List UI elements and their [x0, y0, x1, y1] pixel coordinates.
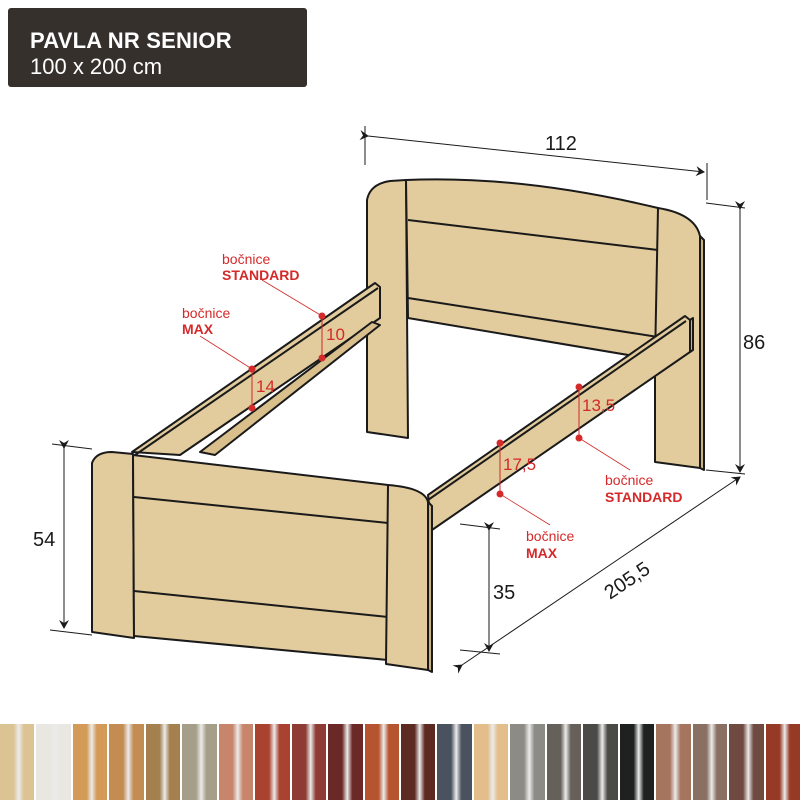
dim-length: 205,5	[600, 558, 654, 604]
value-right-max: 17,5	[503, 455, 536, 474]
color-swatch-grey[interactable]	[510, 724, 545, 800]
product-size: 100 x 200 cm	[30, 54, 163, 79]
color-swatch-nut-light[interactable]	[656, 724, 691, 800]
color-swatch-mahogany-light[interactable]	[291, 724, 327, 800]
footboard	[91, 451, 433, 673]
color-swatch-white[interactable]	[36, 724, 71, 800]
color-swatch-grey-oak[interactable]	[182, 724, 217, 800]
label-left-max-line1: bočnice	[182, 305, 230, 321]
color-swatch-natural-beech[interactable]	[0, 724, 35, 800]
label-left-max-line2: MAX	[182, 321, 214, 337]
annotation-left-max: bočnice MAX 14	[182, 305, 275, 412]
dim-footboard-height: 54	[33, 529, 55, 551]
dimension-lines	[49, 126, 746, 674]
color-swatch-salmon[interactable]	[218, 724, 254, 800]
dim-headboard-width: 112	[545, 133, 577, 155]
value-right-standard: 13,5	[582, 396, 615, 415]
color-swatch-oak-rustic[interactable]	[145, 724, 181, 800]
color-swatch-light-maple[interactable]	[473, 724, 509, 800]
color-swatch-strip	[0, 724, 800, 800]
label-right-standard-line2: STANDARD	[605, 489, 683, 505]
dim-clearance-height: 35	[493, 582, 515, 604]
color-swatch-black[interactable]	[619, 724, 655, 800]
color-swatch-walnut-dark[interactable]	[400, 724, 436, 800]
label-right-standard-line1: bočnice	[605, 472, 653, 488]
value-left-standard: 10	[326, 325, 345, 344]
dim-headboard-height: 86	[743, 332, 765, 354]
annotation-right-standard: 13,5 bočnice STANDARD	[575, 383, 683, 505]
label-right-max-line2: MAX	[526, 545, 558, 561]
color-swatch-alder[interactable]	[72, 724, 108, 800]
color-swatch-anthracite-blue[interactable]	[437, 724, 472, 800]
color-swatch-dark-grey[interactable]	[583, 724, 618, 800]
annotation-right-max: 17,5 bočnice MAX	[496, 439, 574, 561]
color-swatch-mocha[interactable]	[692, 724, 728, 800]
bed-diagram: 112 86 54 35 205,5 bočnice STANDARD 10 b…	[33, 126, 765, 674]
color-swatch-oak-light[interactable]	[109, 724, 144, 800]
product-title-box: PAVLA NR SENIOR 100 x 200 cm	[8, 8, 307, 87]
color-swatch-graphite[interactable]	[546, 724, 582, 800]
color-swatch-mahogany-dark[interactable]	[328, 724, 363, 800]
label-left-standard-line2: STANDARD	[222, 267, 300, 283]
color-swatch-teak-orange[interactable]	[364, 724, 399, 800]
label-right-max-line1: bočnice	[526, 528, 574, 544]
product-name: PAVLA NR SENIOR	[30, 28, 232, 53]
color-swatch-chocolate[interactable]	[729, 724, 764, 800]
left-side-rail	[131, 282, 381, 456]
color-swatch-red-walnut[interactable]	[765, 724, 800, 800]
annotation-left-standard: bočnice STANDARD 10	[222, 251, 345, 362]
color-swatch-cherry-red[interactable]	[255, 724, 290, 800]
label-left-standard-line1: bočnice	[222, 251, 270, 267]
value-left-max: 14	[256, 377, 275, 396]
